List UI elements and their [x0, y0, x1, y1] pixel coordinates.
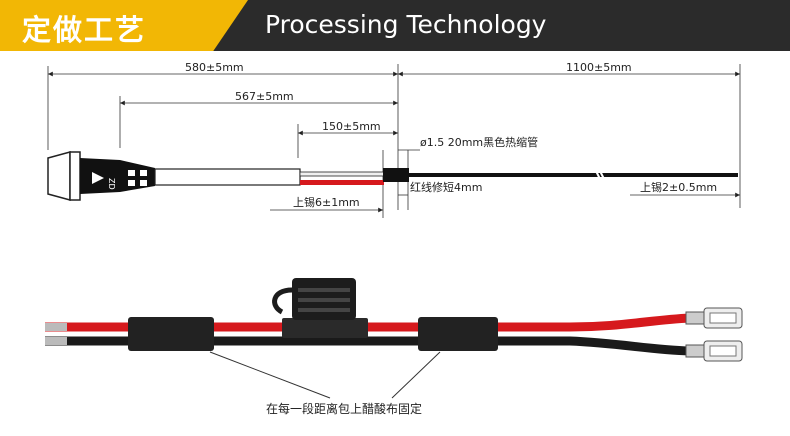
- leader-right: [391, 351, 441, 399]
- harness-black-wire: [45, 336, 691, 356]
- header-tag: [0, 0, 248, 51]
- harness-red-wire: [45, 313, 691, 332]
- bottom-caption: 在每一段距离包上醋酸布固定: [266, 401, 422, 416]
- top-cable: [154, 168, 738, 186]
- label-150: 150±5mm: [322, 120, 381, 133]
- label-580: 580±5mm: [185, 61, 244, 74]
- label-tin-left: 上锡6±1mm: [293, 195, 360, 209]
- leader-left: [209, 351, 331, 399]
- terminal-top: [685, 307, 743, 329]
- label-red-trim: 红线修短4mm: [410, 180, 482, 194]
- tape-sleeve-right: [418, 317, 498, 351]
- tape-sleeve-left: [128, 317, 214, 351]
- label-heat-shrink: ø1.5 20mm黑色热缩管: [420, 135, 538, 149]
- label-tin-right: 上锡2±0.5mm: [640, 180, 717, 194]
- connector-mark: ZD: [107, 178, 116, 190]
- label-1100: 1100±5mm: [566, 61, 632, 74]
- top-dimension-drawing: [47, 64, 741, 218]
- label-567: 567±5mm: [235, 90, 294, 103]
- header-banner: 定做工艺 Processing Technology: [0, 0, 790, 51]
- header-title: Processing Technology: [265, 10, 547, 39]
- fuse-holder: [272, 278, 368, 338]
- terminal-bottom: [685, 340, 743, 362]
- header-tag-label: 定做工艺: [22, 13, 147, 47]
- bottom-harness: [45, 278, 743, 399]
- connector-housing: [47, 151, 155, 201]
